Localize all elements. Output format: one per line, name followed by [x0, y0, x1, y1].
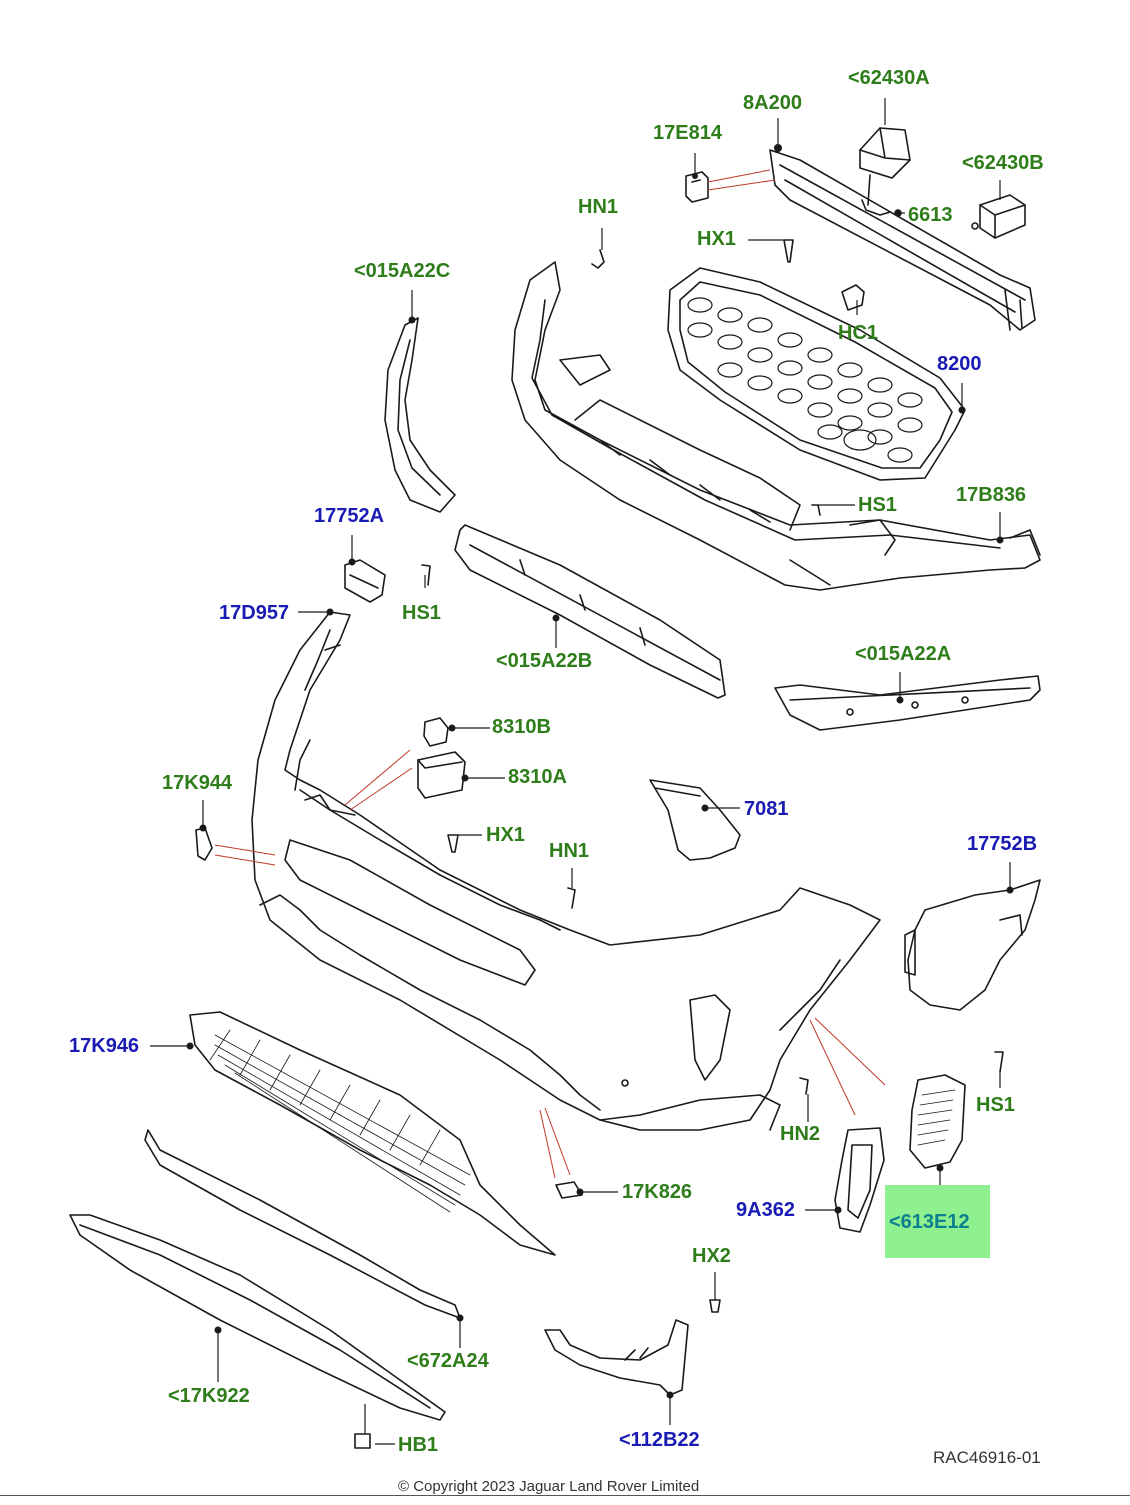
part-17K946-lower-grille — [189, 1011, 556, 1256]
label-17K922[interactable]: <17K922 — [168, 1385, 250, 1407]
label-015A22A[interactable]: <015A22A — [855, 643, 952, 665]
part-613E12 — [909, 1074, 966, 1169]
part-015A22A — [774, 675, 1041, 731]
copyright-text: © Copyright 2023 Jaguar Land Rover Limit… — [398, 1478, 700, 1495]
part-17752B — [904, 879, 1041, 1011]
label-62430A[interactable]: <62430A — [848, 67, 930, 89]
label-HX1-top[interactable]: HX1 — [697, 228, 736, 250]
label-17K946[interactable]: 17K946 — [69, 1035, 140, 1057]
part-8310B — [423, 717, 449, 747]
part-9A362 — [834, 1127, 885, 1233]
label-HX2[interactable]: HX2 — [692, 1245, 731, 1267]
label-17B836[interactable]: 17B836 — [956, 484, 1027, 506]
part-62430B — [971, 194, 1026, 239]
label-17E814[interactable]: 17E814 — [653, 122, 722, 144]
highlight-613E12 — [885, 1185, 990, 1258]
part-8200-grille — [667, 267, 966, 481]
label-8310A[interactable]: 8310A — [508, 766, 567, 788]
part-112B22 — [544, 1319, 689, 1396]
label-613E12[interactable]: <613E12 — [889, 1211, 970, 1233]
label-8310B[interactable]: 8310B — [492, 716, 551, 738]
divider-line — [0, 1495, 1130, 1496]
label-HN1-top[interactable]: HN1 — [578, 196, 619, 218]
label-HS1-left[interactable]: HS1 — [402, 602, 441, 624]
label-HB1[interactable]: HB1 — [398, 1434, 439, 1456]
fasteners — [354, 239, 1004, 1449]
part-8A200-beam — [769, 149, 1036, 331]
part-17K944 — [195, 827, 213, 861]
label-17D957[interactable]: 17D957 — [219, 602, 290, 624]
label-9A362[interactable]: 9A362 — [736, 1199, 795, 1221]
part-17752A — [344, 559, 386, 603]
part-8310A — [417, 751, 466, 799]
label-HS1-right[interactable]: HS1 — [976, 1094, 1015, 1116]
part-7081 — [649, 779, 741, 861]
label-HC1[interactable]: HC1 — [838, 322, 879, 344]
part-HC1 — [841, 284, 865, 311]
label-HN1-low[interactable]: HN1 — [549, 840, 590, 862]
label-HN2[interactable]: HN2 — [780, 1123, 821, 1145]
part-17D957-bumper-cover — [251, 611, 881, 1131]
label-HX1-low[interactable]: HX1 — [486, 824, 525, 846]
label-17752B[interactable]: 17752B — [967, 833, 1038, 855]
label-62430B[interactable]: <62430B — [962, 152, 1044, 174]
label-015A22B[interactable]: <015A22B — [496, 650, 593, 672]
label-015A22C[interactable]: <015A22C — [354, 260, 451, 282]
label-17752A[interactable]: 17752A — [314, 505, 385, 527]
label-672A24[interactable]: <672A24 — [407, 1350, 489, 1372]
label-8A200[interactable]: 8A200 — [743, 92, 802, 114]
label-HS1-mid[interactable]: HS1 — [858, 494, 897, 516]
part-17K922 — [69, 1214, 446, 1421]
part-17K826 — [555, 1181, 583, 1199]
part-62430A — [859, 127, 911, 206]
part-17E814 — [685, 171, 709, 203]
label-17K826[interactable]: 17K826 — [622, 1181, 693, 1203]
label-8200[interactable]: 8200 — [937, 353, 982, 375]
reference-code: RAC46916-01 — [933, 1448, 1041, 1467]
label-17K944[interactable]: 17K944 — [162, 772, 233, 794]
part-17B836-armature — [511, 261, 1041, 591]
part-015A22B — [454, 524, 726, 699]
label-6613[interactable]: 6613 — [908, 204, 953, 226]
part-015A22C — [384, 317, 456, 513]
label-7081[interactable]: 7081 — [744, 798, 789, 820]
label-112B22[interactable]: <112B22 — [619, 1429, 700, 1451]
